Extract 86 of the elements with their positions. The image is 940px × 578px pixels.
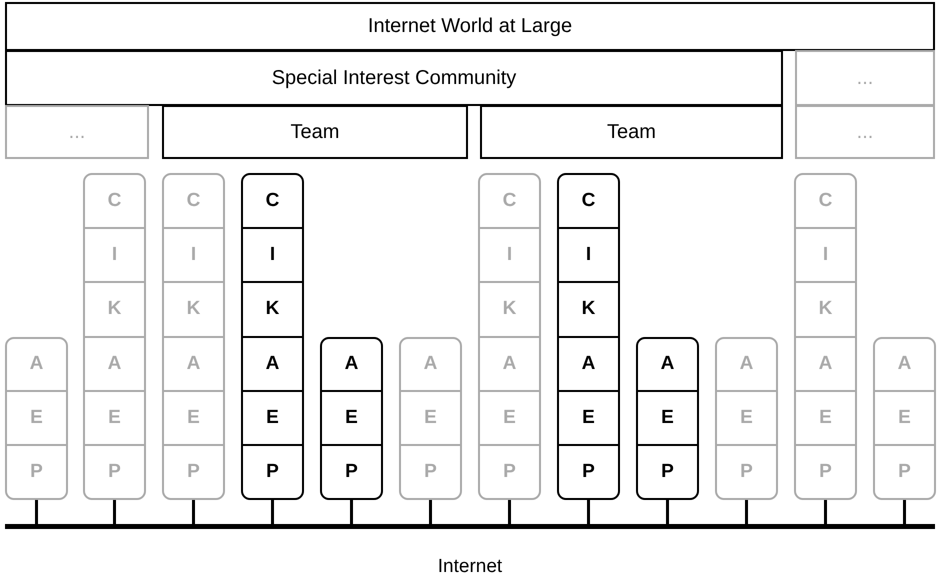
layer-label: P <box>480 444 539 498</box>
connector-line <box>666 500 669 524</box>
layer-label: K <box>85 281 144 336</box>
layer-label: E <box>243 390 302 444</box>
layer-label: K <box>164 281 223 336</box>
protocol-stack <box>399 336 462 500</box>
layer-label: P <box>717 444 776 498</box>
layer-label: K <box>480 281 539 336</box>
layer-label: E <box>796 390 855 444</box>
layer-label: A <box>243 336 302 390</box>
layer-label: P <box>164 444 223 498</box>
layer-label: C <box>106 189 122 214</box>
group-band: ... <box>795 50 935 106</box>
connector-line <box>350 500 353 524</box>
connector-line <box>113 500 116 524</box>
layer-label: A <box>422 352 438 376</box>
layer-label: A <box>344 352 360 376</box>
protocol-stack <box>873 336 936 500</box>
layer-label: A <box>164 336 223 390</box>
layer-label: A <box>796 336 855 390</box>
layer-label: E <box>638 390 697 444</box>
protocol-stack <box>241 173 304 500</box>
connector-line <box>587 500 590 524</box>
layer-label: A <box>28 352 44 376</box>
layer-label: A <box>738 352 754 376</box>
group-band: Team <box>162 105 468 159</box>
layer-label: P <box>7 444 66 498</box>
layer-label: P <box>85 444 144 498</box>
layer-label: K <box>559 281 618 336</box>
protocol-stack <box>5 336 68 500</box>
group-band: ... <box>795 105 935 159</box>
layer-label: E <box>559 390 618 444</box>
connector-line <box>35 500 38 524</box>
layer-label: E <box>85 390 144 444</box>
layer-label: A <box>480 336 539 390</box>
layer-label: I <box>85 227 144 282</box>
layer-label: P <box>401 444 460 498</box>
layer-label: C <box>502 189 518 214</box>
layer-label: A <box>559 336 618 390</box>
layer-label: E <box>322 390 381 444</box>
connector-line <box>429 500 432 524</box>
layer-label: C <box>818 189 834 214</box>
layer-label: P <box>243 444 302 498</box>
protocol-stack <box>320 336 383 500</box>
connector-line <box>508 500 511 524</box>
layer-label: P <box>638 444 697 498</box>
protocol-stack <box>715 336 778 500</box>
protocol-stack <box>478 173 541 500</box>
layer-label: E <box>717 390 776 444</box>
protocol-stack <box>83 173 146 500</box>
layer-label: I <box>164 227 223 282</box>
layer-label: C <box>580 189 596 214</box>
connector-line <box>903 500 906 524</box>
layer-label: C <box>264 189 280 214</box>
group-band: Special Interest Community <box>5 50 783 106</box>
layer-label: A <box>896 352 912 376</box>
layer-label: E <box>164 390 223 444</box>
layer-label: P <box>559 444 618 498</box>
layer-label: I <box>480 227 539 282</box>
protocol-stack <box>636 336 699 500</box>
layer-label: K <box>796 281 855 336</box>
layer-label: K <box>243 281 302 336</box>
network-label: Internet <box>436 556 504 578</box>
layer-label: E <box>401 390 460 444</box>
group-band: Team <box>480 105 783 159</box>
protocol-stack <box>557 173 620 500</box>
layer-label: C <box>186 189 202 214</box>
group-band: ... <box>5 105 149 159</box>
protocol-stack <box>162 173 225 500</box>
layer-label: A <box>660 352 676 376</box>
layer-label: I <box>796 227 855 282</box>
connector-line <box>745 500 748 524</box>
group-band: Internet World at Large <box>5 2 935 51</box>
layer-label: A <box>85 336 144 390</box>
layer-label: E <box>875 390 934 444</box>
layer-label: P <box>875 444 934 498</box>
connector-line <box>192 500 195 524</box>
layer-label: P <box>322 444 381 498</box>
connector-line <box>824 500 827 524</box>
layer-label: E <box>480 390 539 444</box>
layer-label: P <box>796 444 855 498</box>
layer-label: I <box>559 227 618 282</box>
connector-line <box>271 500 274 524</box>
layer-label: I <box>243 227 302 282</box>
protocol-stack <box>794 173 857 500</box>
layer-label: E <box>7 390 66 444</box>
